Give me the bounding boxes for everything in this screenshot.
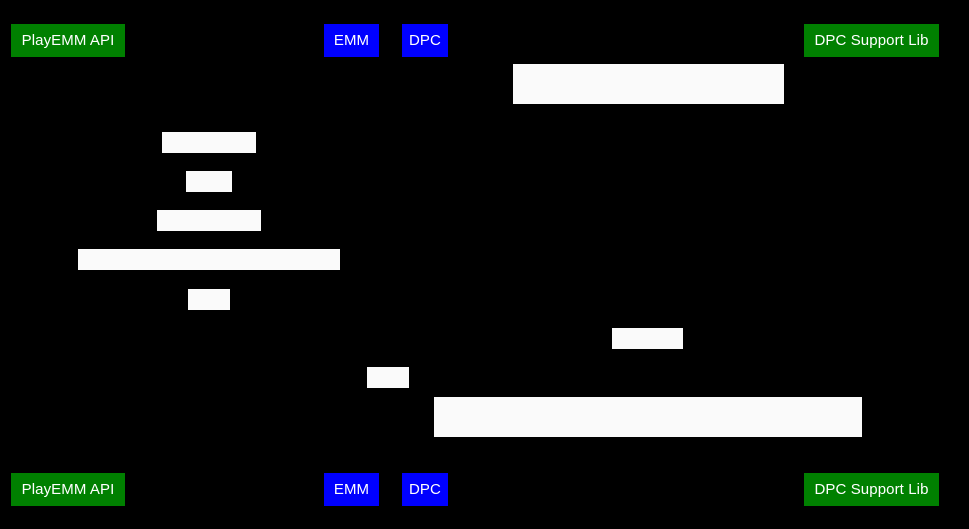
participant-bottom-emm[interactable]: EMM <box>324 473 379 506</box>
participant-bottom-dpc[interactable]: DPC <box>402 473 448 506</box>
message-line-1: androidForWorkAccountSupport <box>541 437 755 454</box>
message-label-users-insert: users.insert() <box>162 132 256 189</box>
participant-top-emm[interactable]: EMM <box>324 24 379 57</box>
participant-label: PlayEMM API <box>21 32 115 49</box>
message-line-2: .ensureWorkingEnvironment(callback) <box>521 161 776 178</box>
participant-bottom-playemm-api[interactable]: PlayEMM API <box>11 473 125 506</box>
participant-label: EMM <box>333 481 370 498</box>
participant-bottom-dpc-support-lib[interactable]: DPC Support Lib <box>804 473 939 506</box>
participant-label: EMM <box>333 32 370 49</box>
participant-label: PlayEMM API <box>21 481 115 498</box>
message-label-callback: callback() <box>612 328 683 385</box>
message-label-users-update: users.update() <box>157 210 261 267</box>
message-line-1: callback() <box>615 368 680 385</box>
message-line-1: token <box>190 329 228 346</box>
participant-top-playemm-api[interactable]: PlayEMM API <box>11 24 125 57</box>
message-line-1: androidForWorkAccountSupport <box>541 104 756 121</box>
message-line-1: token <box>369 407 407 424</box>
message-label-ensure-working-environment: androidForWorkAccountSupport .ensureWork… <box>513 64 784 178</box>
participant-label: DPC <box>409 32 441 49</box>
participant-label: DPC <box>409 481 441 498</box>
message-label-users-generate-authentication-token: users.generateAuthenticationToken() <box>78 249 340 306</box>
participant-top-dpc[interactable]: DPC <box>402 24 448 57</box>
message-label-user-id: userID <box>186 171 232 228</box>
message-label-add-android-for-work-account: androidForWorkAccountSupport .addAndroid… <box>434 397 862 511</box>
participant-top-dpc-support-lib[interactable]: DPC Support Lib <box>804 24 939 57</box>
participant-label: DPC Support Lib <box>814 32 929 49</box>
message-label-token-second: token <box>367 367 409 424</box>
message-line-2: .addAndroidForWorkAccount(token, account… <box>447 494 849 511</box>
message-label-token-first: token <box>188 289 230 346</box>
participant-label: DPC Support Lib <box>814 481 929 498</box>
